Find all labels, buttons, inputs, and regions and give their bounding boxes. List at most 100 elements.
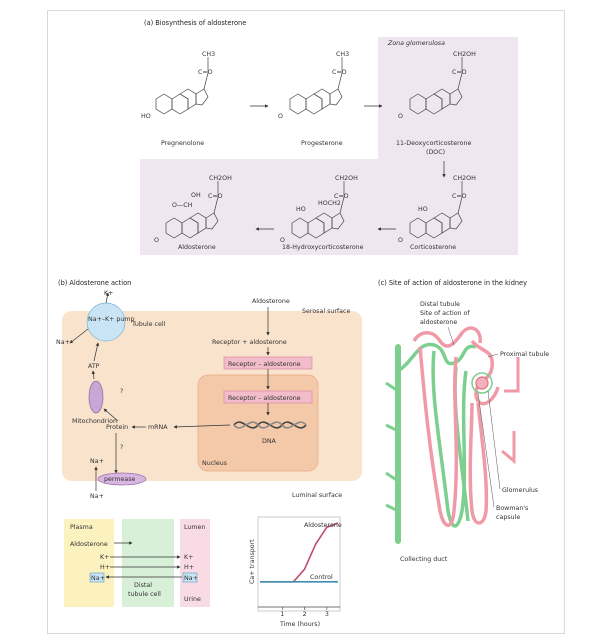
protein-label: Protein bbox=[106, 424, 128, 431]
arrow-mito-atp bbox=[91, 370, 96, 380]
ho-group: HO bbox=[418, 206, 428, 213]
distal-cell-column bbox=[122, 519, 174, 607]
o-group: O bbox=[398, 237, 403, 244]
glomerulus-label: Glomerulus bbox=[502, 487, 538, 494]
arrow-dna-mrna bbox=[173, 424, 231, 429]
ch2oh-group: CH2OH bbox=[453, 51, 476, 58]
aldosterone-label: Aldosterone bbox=[252, 298, 290, 305]
zona-glomerulosa-label: Zona glomerulosa bbox=[387, 40, 445, 47]
dna-helix bbox=[233, 421, 307, 429]
x-tick-label-3: 3 bbox=[325, 611, 329, 618]
dna-label: DNA bbox=[262, 438, 277, 445]
o-group: O bbox=[154, 237, 159, 244]
luminal-surface-label: Luminal surface bbox=[292, 492, 342, 499]
doc-label: 11-Deoxycorticosterone bbox=[396, 140, 471, 147]
mitochondrion-shape bbox=[88, 380, 104, 414]
panel-a-title: (a) Biosynthesis of aldosterone bbox=[144, 19, 246, 27]
arrow-protein-mito bbox=[103, 408, 119, 422]
mitochondrion-label: Mitochondrion bbox=[72, 418, 117, 425]
ch2oh-group: CH2OH bbox=[335, 175, 358, 182]
receptor-plus-aldosterone: Receptor + aldosterone bbox=[212, 339, 287, 346]
pregnenolone-structure: HO CH3 C=O bbox=[141, 51, 215, 120]
ceo-group: C=O bbox=[334, 193, 349, 200]
na-plus-left: Na+ bbox=[56, 339, 70, 346]
o-group: O bbox=[280, 237, 285, 244]
na-plus-lumen: Na+ bbox=[90, 493, 104, 500]
o-group: O bbox=[278, 113, 283, 120]
ch3-group: CH3 bbox=[336, 51, 349, 58]
question-permease: ? bbox=[120, 444, 123, 451]
h-left: H+ bbox=[100, 564, 110, 571]
ceo-group: C=O bbox=[452, 193, 467, 200]
tubule-cell-label: tubule cell bbox=[128, 591, 161, 598]
nucleus bbox=[197, 374, 319, 472]
zona-glomerulosa-bg bbox=[140, 37, 518, 255]
nucleus-label: Nucleus bbox=[202, 460, 227, 467]
arrow-na-out bbox=[69, 328, 89, 344]
site-of-action-label: Site of action of bbox=[420, 310, 470, 317]
x-tick-label-2: 2 bbox=[303, 611, 307, 618]
capsule-label: capsule bbox=[496, 514, 520, 521]
k-plus-top: K+ bbox=[104, 290, 113, 297]
serosal-surface-label: Serosal surface bbox=[302, 308, 350, 315]
oh-group: OH bbox=[191, 192, 201, 199]
arrow-k-out bbox=[105, 292, 110, 304]
ho-group: HO bbox=[296, 206, 306, 213]
aldosterone-label: Aldosterone bbox=[178, 244, 216, 251]
ceo-group: C=O bbox=[332, 69, 347, 76]
tubule-cell-label: Tubule cell bbox=[131, 321, 166, 328]
receptor-complex-label: Receptor – aldosterone bbox=[228, 361, 301, 368]
figure-frame: (a) Biosynthesis of aldosterone Zona glo… bbox=[47, 10, 565, 634]
x-tick-label-1: 1 bbox=[280, 611, 284, 618]
k-right: K+ bbox=[184, 554, 193, 561]
k-left: K+ bbox=[100, 554, 109, 561]
aldosterone-label: aldosterone bbox=[420, 319, 457, 326]
proximal-tubule-label: Proximal tubule bbox=[500, 351, 549, 358]
y-axis-label: Ca+ transport bbox=[249, 539, 256, 584]
ch2oh-group: CH2OH bbox=[453, 175, 476, 182]
panel-c-title: (c) Site of action of aldosterone in the… bbox=[378, 279, 527, 287]
ch2oh-group: CH2OH bbox=[209, 175, 232, 182]
lumen-column bbox=[180, 519, 210, 607]
doc-abbr: (DOC) bbox=[426, 149, 445, 156]
chart-frame bbox=[257, 516, 341, 612]
corticosterone-label: Corticosterone bbox=[410, 244, 456, 251]
hydroxycorticosterone-structure: O HO HOCH2 CH2OH C=O bbox=[280, 175, 358, 244]
permease-label: permease bbox=[104, 476, 135, 483]
doc-structure: O CH2OH C=O bbox=[398, 51, 476, 120]
h-right: H+ bbox=[184, 564, 194, 571]
progesterone-label: Progesterone bbox=[301, 140, 343, 147]
hoch2-group: HOCH2 bbox=[318, 200, 341, 207]
o-ch-group: O—CH bbox=[172, 202, 193, 209]
ceo-group: C=O bbox=[452, 69, 467, 76]
ceo-group: C=O bbox=[208, 193, 223, 200]
nephron-drawing bbox=[385, 326, 520, 544]
progesterone-structure: O CH3 C=O bbox=[278, 51, 349, 120]
na-left: Na+ bbox=[91, 575, 105, 582]
transport-chart: Ca+ transport Time (hours) 1 2 3 Aldosteron… bbox=[249, 516, 342, 628]
aldosterone-figure: (a) Biosynthesis of aldosterone Zona glo… bbox=[56, 19, 549, 628]
series-label-control: Control bbox=[310, 574, 333, 581]
ho-group: HO bbox=[141, 113, 151, 120]
hydroxycorticosterone-label: 18-Hydroxycorticosterone bbox=[282, 244, 364, 251]
na-right-box bbox=[182, 572, 198, 583]
distal-label: Distal bbox=[134, 582, 152, 589]
plasma-label: Plasma bbox=[70, 524, 93, 531]
collecting-duct-label: Collecting duct bbox=[400, 556, 448, 563]
permease bbox=[97, 472, 147, 486]
na-right: Na+ bbox=[184, 575, 198, 582]
o-group: O bbox=[398, 113, 403, 120]
lumen-label: Lumen bbox=[184, 524, 205, 531]
aldosterone-label: Aldosterone bbox=[70, 541, 108, 548]
pregnenolone-label: Pregnenolone bbox=[161, 140, 204, 147]
mrna-label: mRNA bbox=[148, 424, 168, 431]
na-plus-inner: Na+ bbox=[90, 458, 104, 465]
bowmans-label: Bowman's bbox=[496, 505, 528, 512]
distal-tubule-label: Distal tubule bbox=[420, 301, 460, 308]
pump-label: Na+–K+ pump bbox=[88, 316, 135, 323]
x-axis-label: Time (hours) bbox=[279, 621, 320, 628]
series-label-aldosterone: Aldosterone bbox=[304, 522, 342, 529]
nuclear-receptor-label: Receptor – aldosterone bbox=[228, 395, 301, 402]
aldosterone-structure: O O—CH OH CH2OH C=O bbox=[154, 175, 232, 244]
corticosterone-structure: O HO CH2OH C=O bbox=[398, 175, 476, 244]
